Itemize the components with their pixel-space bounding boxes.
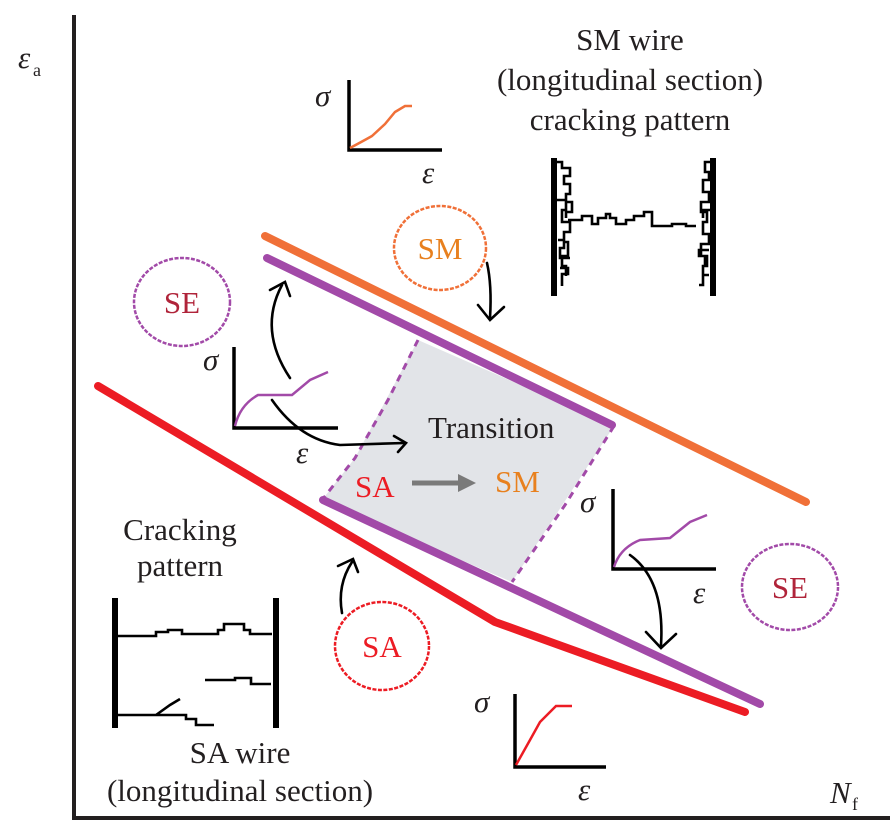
sm-main-crack xyxy=(568,210,696,228)
sa-wire-cracking-pattern xyxy=(112,598,279,728)
arrow-sm-to-line xyxy=(476,261,506,322)
sm-circle-label: SM xyxy=(418,231,463,266)
se-right-mini-axes xyxy=(611,489,716,571)
sm-stress-strain-plot: σ ε xyxy=(315,78,442,190)
transition-label: Transition xyxy=(428,410,555,445)
sm-mini-axes xyxy=(347,80,442,152)
se-circle-left: SE xyxy=(132,256,232,348)
y-axis-label-subscript: a xyxy=(33,60,41,80)
sa-middle-crack xyxy=(205,676,271,686)
se-lower-fatigue-line xyxy=(319,496,764,708)
se-right-stress-strain-plot: σ ε xyxy=(580,484,716,610)
arrow-path xyxy=(270,398,406,447)
se-left-mini-axes xyxy=(232,347,338,430)
sm-mini-sigma-label: σ xyxy=(315,78,332,113)
transition-to-sm-label: SM xyxy=(495,464,540,499)
sa-circle: SA xyxy=(333,600,431,692)
se-left-mini-sigma-label: σ xyxy=(203,342,220,377)
arrow-se-to-upper-line xyxy=(268,280,292,380)
sm-fatigue-line xyxy=(261,232,810,506)
se-right-stress-strain-curve xyxy=(612,513,708,568)
y-axis-label: ε xyxy=(18,40,31,75)
sa-lower-crack xyxy=(118,697,214,727)
sm-wire-cracking-pattern xyxy=(551,158,716,296)
se-circle-right: SE xyxy=(740,542,840,632)
arrow-sa-to-line xyxy=(336,557,360,615)
arrow-path xyxy=(485,261,492,320)
se-left-stress-strain-plot: σ ε xyxy=(203,342,338,470)
sm-wire-title-line2: (longitudinal section) xyxy=(497,62,763,97)
transition-arrow-icon xyxy=(458,474,476,492)
arrowhead-icon xyxy=(644,630,678,650)
sm-wire-title-line3: cracking pattern xyxy=(530,102,731,137)
sa-circle-label: SA xyxy=(362,629,402,664)
sm-left-crack-branches xyxy=(556,160,574,286)
transition-region xyxy=(322,340,614,582)
arrow-se-to-transition xyxy=(270,398,409,454)
sa-stress-strain-plot: σ ε xyxy=(474,684,606,807)
sa-stress-strain-curve xyxy=(514,704,572,766)
sm-wire-title-line1: SM wire xyxy=(576,22,684,57)
sm-right-crack-branches xyxy=(697,160,711,287)
se-right-mini-epsilon-label: ε xyxy=(693,575,706,610)
arrow-path xyxy=(628,553,663,647)
se-circle-right-label: SE xyxy=(772,570,808,605)
transition-right-dashed-edge xyxy=(510,425,616,583)
sm-circle: SM xyxy=(392,204,488,292)
sa-upper-crack xyxy=(118,622,272,638)
sm-stress-strain-curve xyxy=(349,104,412,150)
sa-wire-title-line1: SA wire xyxy=(190,735,291,770)
arrow-path xyxy=(270,283,292,380)
se-upper-fatigue-line xyxy=(263,254,616,429)
se-circle-left-label: SE xyxy=(164,285,200,320)
se-left-stress-strain-curve xyxy=(233,370,329,427)
sa-mini-sigma-label: σ xyxy=(474,684,491,719)
sm-mini-epsilon-label: ε xyxy=(422,155,435,190)
se-right-mini-sigma-label: σ xyxy=(580,484,597,519)
x-axis-label-subscript: f xyxy=(852,794,858,814)
x-axis-label: N xyxy=(829,775,853,810)
arrowhead-icon xyxy=(476,303,506,322)
transition-from-sa-label: SA xyxy=(355,469,395,504)
arrow-path xyxy=(339,560,354,615)
transition-left-dashed-edge xyxy=(320,339,420,501)
arrowhead-icon xyxy=(392,434,409,454)
arrowhead-icon xyxy=(268,280,292,298)
sa-cracking-heading-line1: Cracking xyxy=(123,512,237,547)
arrow-se-right-to-line xyxy=(628,553,678,650)
sa-wire-title-line2: (longitudinal section) xyxy=(107,773,373,808)
sa-fatigue-line xyxy=(94,382,749,716)
sa-mini-epsilon-label: ε xyxy=(578,772,591,807)
sa-cracking-heading-line2: pattern xyxy=(137,548,224,583)
sa-mini-axes xyxy=(513,694,606,769)
se-left-mini-epsilon-label: ε xyxy=(296,435,309,470)
arrowhead-icon xyxy=(336,557,360,574)
